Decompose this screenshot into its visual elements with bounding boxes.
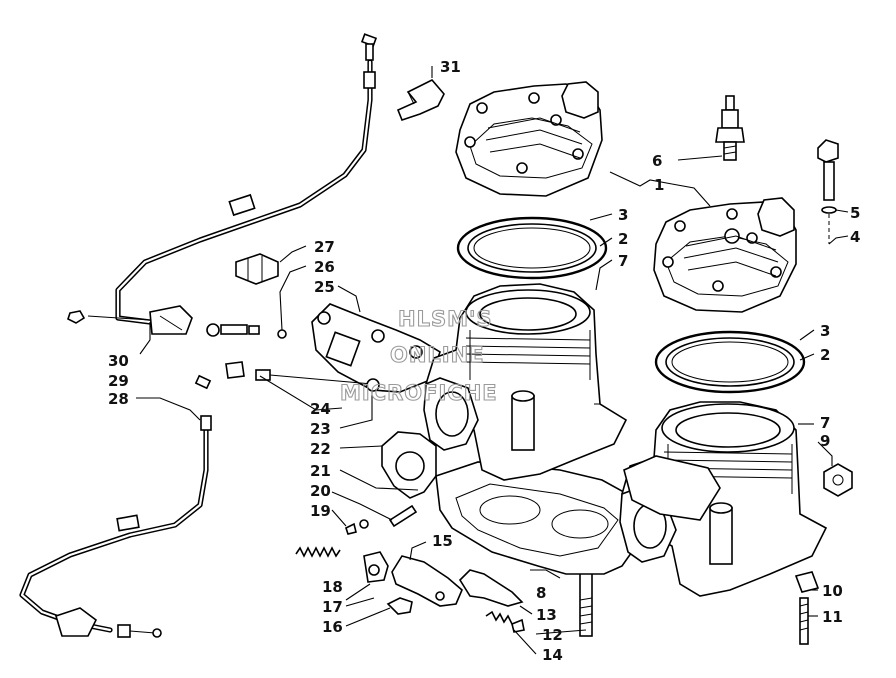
watermark-line-2: ONLINE [390, 343, 485, 367]
callout-27: 27 [314, 238, 335, 256]
small-hardware [295, 504, 418, 615]
cylinder-head-upper [455, 81, 603, 197]
callout-16: 16 [322, 618, 343, 636]
callout-1: 1 [654, 176, 664, 194]
callout-11: 11 [822, 608, 843, 626]
head-gasket-lower [654, 330, 806, 394]
bracket-31 [396, 79, 445, 121]
callout-12: 12 [542, 626, 563, 644]
cylinder-lower [619, 401, 828, 597]
callout-2-upper: 2 [618, 230, 628, 248]
callout-25: 25 [314, 278, 335, 296]
callout-7-upper: 7 [618, 252, 628, 270]
callout-22: 22 [310, 440, 331, 458]
callout-31: 31 [440, 58, 461, 76]
damper-27 [235, 253, 279, 285]
exhaust-valve-parts [391, 555, 525, 633]
throttle-cable-lower [19, 374, 212, 638]
callout-7-lower: 7 [820, 414, 830, 432]
spark-plug-6 [715, 95, 745, 161]
exhaust-flange-25 [225, 303, 441, 393]
callout-15: 15 [432, 532, 453, 550]
head-bolt-5 [817, 139, 839, 244]
callout-28: 28 [108, 390, 129, 408]
nut-9 [823, 463, 853, 497]
callout-21: 21 [310, 462, 331, 480]
callout-18: 18 [322, 578, 343, 596]
watermark-line-1: HLSM'S [398, 307, 493, 331]
callout-26: 26 [314, 258, 335, 276]
callout-17: 17 [322, 598, 343, 616]
stud-nut-10-11 [794, 571, 820, 645]
cylinder-upper [423, 283, 628, 481]
throttle-cable-upper [67, 33, 378, 337]
head-gasket-upper [456, 216, 608, 280]
callout-2-lower: 2 [820, 346, 830, 364]
callout-labels: 31 6 1 5 4 3 2 7 27 26 25 3 2 30 29 28 2… [108, 58, 860, 664]
callout-6: 6 [652, 152, 662, 170]
callout-4: 4 [850, 228, 860, 246]
callout-23: 23 [310, 420, 331, 438]
leader-lines [136, 66, 849, 655]
callout-19: 19 [310, 502, 331, 520]
callout-10: 10 [822, 582, 843, 600]
cylinder-head-lower [653, 197, 797, 313]
callout-30: 30 [108, 352, 129, 370]
watermark: HLSM'S ONLINE MICROFICHE [339, 306, 498, 405]
callout-3-upper: 3 [618, 206, 628, 224]
callout-9: 9 [820, 432, 830, 450]
callout-14: 14 [542, 646, 563, 664]
gasket-22 [381, 431, 437, 499]
callout-5: 5 [850, 204, 860, 222]
callout-24: 24 [310, 400, 331, 418]
base-gasket-8 [435, 461, 662, 575]
callout-29: 29 [108, 372, 129, 390]
callout-8: 8 [536, 584, 546, 602]
watermark-line-3: MICROFICHE [340, 381, 498, 405]
callout-3-lower: 3 [820, 322, 830, 340]
callout-13: 13 [536, 606, 557, 624]
callout-20: 20 [310, 482, 331, 500]
